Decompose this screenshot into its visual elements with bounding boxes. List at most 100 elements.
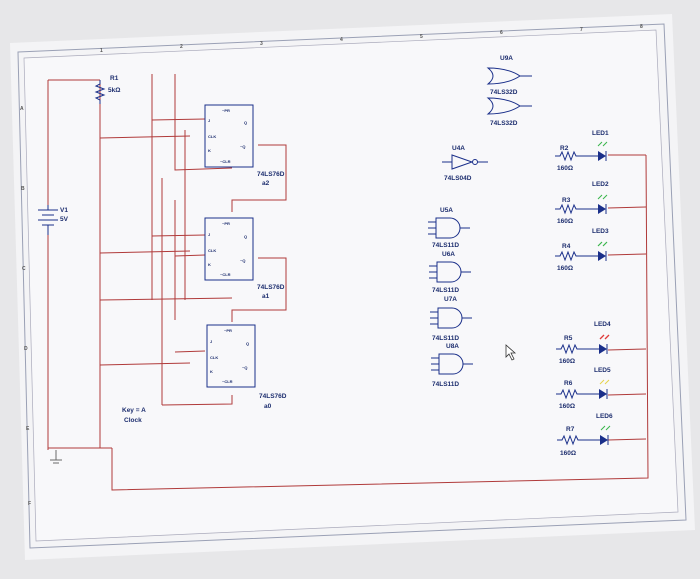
led-branch-1[interactable]: R2 160Ω LED1 [555,130,609,172]
ruler-label: 7 [580,27,583,33]
pin-label: J [210,339,212,344]
clock-key-label[interactable]: Key = A Clock [122,407,146,424]
not-gate-u4a[interactable]: U4A 74LS04D [442,145,488,182]
ruler-label: D [24,346,28,352]
ruler-left: A B C D E F [20,106,31,507]
ruler-label: 1 [100,48,103,54]
pin-label: CLK [208,248,216,253]
u5a-name: U5A [440,207,453,214]
led-res-name: R3 [562,197,571,204]
clock-key-line1: Key = A [122,407,146,414]
sheet-inner-border [23,29,679,542]
led-branch-6[interactable]: R7 160Ω LED6 [557,413,613,457]
led-res-value: 160Ω [559,358,575,365]
led-diode-icon [599,344,607,354]
led-res-value: 160Ω [557,218,573,225]
pin-label: ~Q [240,144,245,149]
led-name: LED5 [594,367,611,374]
u9a-name: U9A [500,55,513,62]
ff1-part: 74LS76D [257,171,285,178]
led-name: LED4 [594,321,611,328]
flipflop-3[interactable]: ~PR J CLK K Q ~Q ~CLR 74LS76D a0 [206,324,287,410]
u6a-name: U6A [442,251,455,258]
or-gate-u9a[interactable]: U9A 74LS32D [486,55,532,96]
led-branch-5[interactable]: R6 160Ω LED5 [556,367,611,410]
pin-label: ~PR [222,108,230,113]
r1-value: 5kΩ [108,87,120,94]
pin-label: Q [244,234,247,239]
led-res-name: R5 [564,335,573,342]
pin-label: CLK [208,134,216,139]
u4a-name: U4A [452,145,465,152]
sheet-border [17,23,687,549]
flipflop-2[interactable]: ~PR J CLK K Q ~Q ~CLR 74LS76D a1 [204,217,285,300]
and-gate-u8a[interactable]: U8A 74LS11D [431,343,473,388]
and-gate-u5a[interactable]: U5A 74LS11D [428,207,470,249]
led-light-arrows-icon [600,425,611,431]
pin-label: ~Q [242,365,247,370]
pin-label: K [210,369,213,374]
pin-label: Q [244,120,247,125]
pin-label: ~PR [224,328,232,333]
u9a-part: 74LS32D [490,89,518,96]
wires [47,74,649,491]
led-branch-2[interactable]: R3 160Ω LED2 [555,181,609,225]
led-branch-4[interactable]: R5 160Ω LED4 [556,321,611,365]
pin-label: ~CLR [220,272,231,277]
u8a-name: U8A [446,343,459,350]
led-name: LED3 [592,228,609,235]
ruler-label: 3 [260,41,263,47]
led-name: LED6 [596,413,613,420]
led-name: LED1 [592,130,609,137]
battery-value: 5V [60,216,69,223]
ruler-label: 4 [340,37,343,43]
battery-v1[interactable]: V1 5V [38,205,69,235]
led-res-value: 160Ω [557,165,573,172]
led-light-arrows-icon [599,379,610,385]
pin-label: ~CLR [220,159,231,164]
led-res-name: R4 [562,243,571,250]
led-name: LED2 [592,181,609,188]
ff1-ref: a2 [262,180,270,187]
r1-name: R1 [110,75,119,82]
or-gate-u9b[interactable]: 74LS32D [486,97,532,127]
ruler-label: E [26,426,30,432]
ff3-ref: a0 [264,403,272,410]
led-light-arrows-icon [599,334,610,340]
led-diode-icon [598,204,606,214]
ruler-label: 8 [640,24,643,30]
led-res-name: R2 [560,145,569,152]
flipflop-1[interactable]: ~PR J CLK K Q ~Q ~CLR 74LS76D a2 [204,104,285,187]
and-gate-u6a[interactable]: U6A 74LS11D [429,251,471,294]
u7a-part: 74LS11D [432,335,459,342]
resistor-r1[interactable]: R1 5kΩ [94,75,120,104]
ruler-label: A [20,106,24,112]
u6a-part: 74LS11D [432,287,459,294]
ruler-label: C [22,266,26,272]
led-res-value: 160Ω [560,450,576,457]
pin-label: ~PR [222,221,230,226]
led-diode-icon [599,389,607,399]
ff2-part: 74LS76D [257,284,285,291]
led-diode-icon [600,435,608,445]
u4a-part: 74LS04D [444,175,472,182]
ff2-ref: a1 [262,293,270,300]
pin-label: Q [246,341,249,346]
ff3-part: 74LS76D [259,393,287,400]
pin-label: ~CLR [222,379,233,384]
battery-name: V1 [60,207,68,214]
led-res-value: 160Ω [557,265,573,272]
pin-label: J [208,232,210,237]
pin-label: J [208,118,210,123]
u7a-name: U7A [444,296,457,303]
pin-label: CLK [210,355,218,360]
and-gate-u7a[interactable]: U7A 74LS11D [430,296,472,342]
pin-label: K [208,262,211,267]
ground-symbol [50,450,62,464]
led-light-arrows-icon [597,194,608,200]
led-branch-3[interactable]: R4 160Ω LED3 [555,228,609,272]
led-light-arrows-icon [597,141,608,147]
ruler-label: F [28,501,31,507]
